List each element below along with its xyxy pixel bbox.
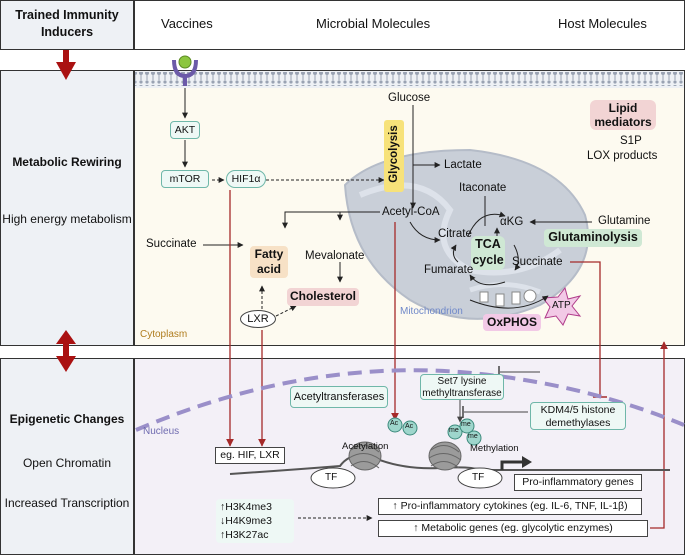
tf-label-1: TF — [325, 472, 338, 483]
nucleosome-2 — [428, 441, 462, 471]
cytoplasm-label: Cytoplasm — [140, 329, 188, 340]
fumarate-label: Fumarate — [424, 264, 474, 276]
tca-cycle-box: TCA cycle — [471, 236, 505, 270]
column-host: Host Molecules — [558, 16, 647, 31]
tf-label-2: TF — [472, 472, 485, 483]
increased-transcription-label: Increased Transcription — [4, 496, 130, 510]
glucose-label: Glucose — [388, 92, 431, 104]
tf-oval-1 — [310, 467, 356, 489]
acetylation-label: Acetylation — [342, 441, 389, 452]
histone-marks-box: ↑H3K4me3 ↓H4K9me3 ↑H3K27ac — [216, 499, 294, 543]
atp-label: ATP — [552, 300, 571, 311]
methylation-label: Methylation — [470, 443, 519, 454]
glycolysis-text: Glycolysis — [388, 125, 400, 183]
succinate-left-label: Succinate — [146, 238, 197, 250]
ac-mark-1: Ac — [390, 420, 399, 427]
mark-h3k27ac: ↑H3K27ac — [220, 529, 269, 541]
tf-oval-2 — [457, 467, 503, 489]
oxphos-box: OxPHOS — [483, 314, 541, 331]
cholesterol-box: Cholesterol — [287, 288, 359, 306]
column-vaccines: Vaccines — [161, 16, 213, 31]
header-left-cell — [0, 0, 134, 50]
lipid-mediators-box: Lipid mediators — [590, 100, 656, 130]
epigenetic-left-cell — [0, 358, 134, 555]
cell-membrane — [135, 72, 684, 86]
left-flow-arrow-2 — [56, 330, 76, 372]
fatty-acid-box: Fatty acid — [250, 246, 288, 278]
akt-box: AKT — [170, 121, 200, 139]
column-microbial: Microbial Molecules — [316, 16, 431, 31]
mevalonate-label: Mevalonate — [305, 250, 365, 262]
metabolic-title: Metabolic Rewiring — [12, 155, 122, 169]
cytokines-box: ↑ Pro-inflammatory cytokines (eg. IL-6, … — [378, 498, 642, 515]
lxr-oval: LXR — [240, 310, 276, 328]
itaconate-label: Itaconate — [459, 182, 507, 194]
lox-products-label: LOX products — [587, 150, 658, 162]
left-flow-arrow-1 — [56, 50, 76, 80]
glutamine-label: Glutamine — [598, 215, 651, 227]
me-mark-1: me — [449, 427, 459, 434]
s1p-label: S1P — [620, 135, 642, 147]
atp-star-icon — [542, 286, 582, 326]
akg-label: αKG — [500, 216, 524, 228]
epigenetic-title: Epigenetic Changes — [9, 412, 125, 426]
inducers-title: Trained Immunity Inducers — [15, 8, 119, 39]
me-mark-2: me — [461, 421, 471, 428]
mitochondrion-label: Mitochondrion — [400, 306, 463, 317]
glutaminolysis-box: Glutaminolysis — [544, 229, 642, 247]
mark-h3k4me3: ↑H3K4me3 — [220, 501, 272, 513]
citrate-label: Citrate — [438, 228, 472, 240]
transcription-arrow-icon — [500, 460, 524, 470]
set7-box: Set7 lysine methyltransferase — [420, 374, 504, 400]
mark-h4k9me3: ↓H4K9me3 — [220, 515, 272, 527]
nucleus-label: Nucleus — [143, 426, 180, 437]
hif-lxr-box: eg. HIF, LXR — [215, 447, 285, 464]
nucleus-envelope — [135, 368, 685, 432]
nucleosome-1 — [348, 441, 382, 471]
acetyltransferases-box: Acetyltransferases — [290, 386, 388, 408]
me-mark-3: me — [468, 433, 478, 440]
receptor-icon — [172, 55, 198, 86]
pro-inflammatory-genes-box: Pro-inflammatory genes — [514, 474, 642, 491]
hif1a-box: HIF1α — [226, 170, 266, 188]
mtor-box: mTOR — [161, 170, 209, 188]
lactate-label: Lactate — [444, 159, 482, 171]
high-energy-label: High energy metabolism — [2, 212, 132, 226]
header-right-cell — [134, 0, 685, 50]
open-chromatin-label: Open Chromatin — [22, 456, 112, 470]
kdm-box: KDM4/5 histone demethylases — [530, 402, 626, 430]
glycolysis-label — [384, 120, 404, 192]
metabolic-genes-box: ↑ Metabolic genes (eg. glycolytic enzyme… — [378, 520, 648, 537]
succinate-tca-label: Succinate — [512, 256, 563, 268]
acetyl-coa-label: Acetyl-CoA — [382, 206, 440, 218]
ac-mark-2: Ac — [405, 423, 414, 430]
